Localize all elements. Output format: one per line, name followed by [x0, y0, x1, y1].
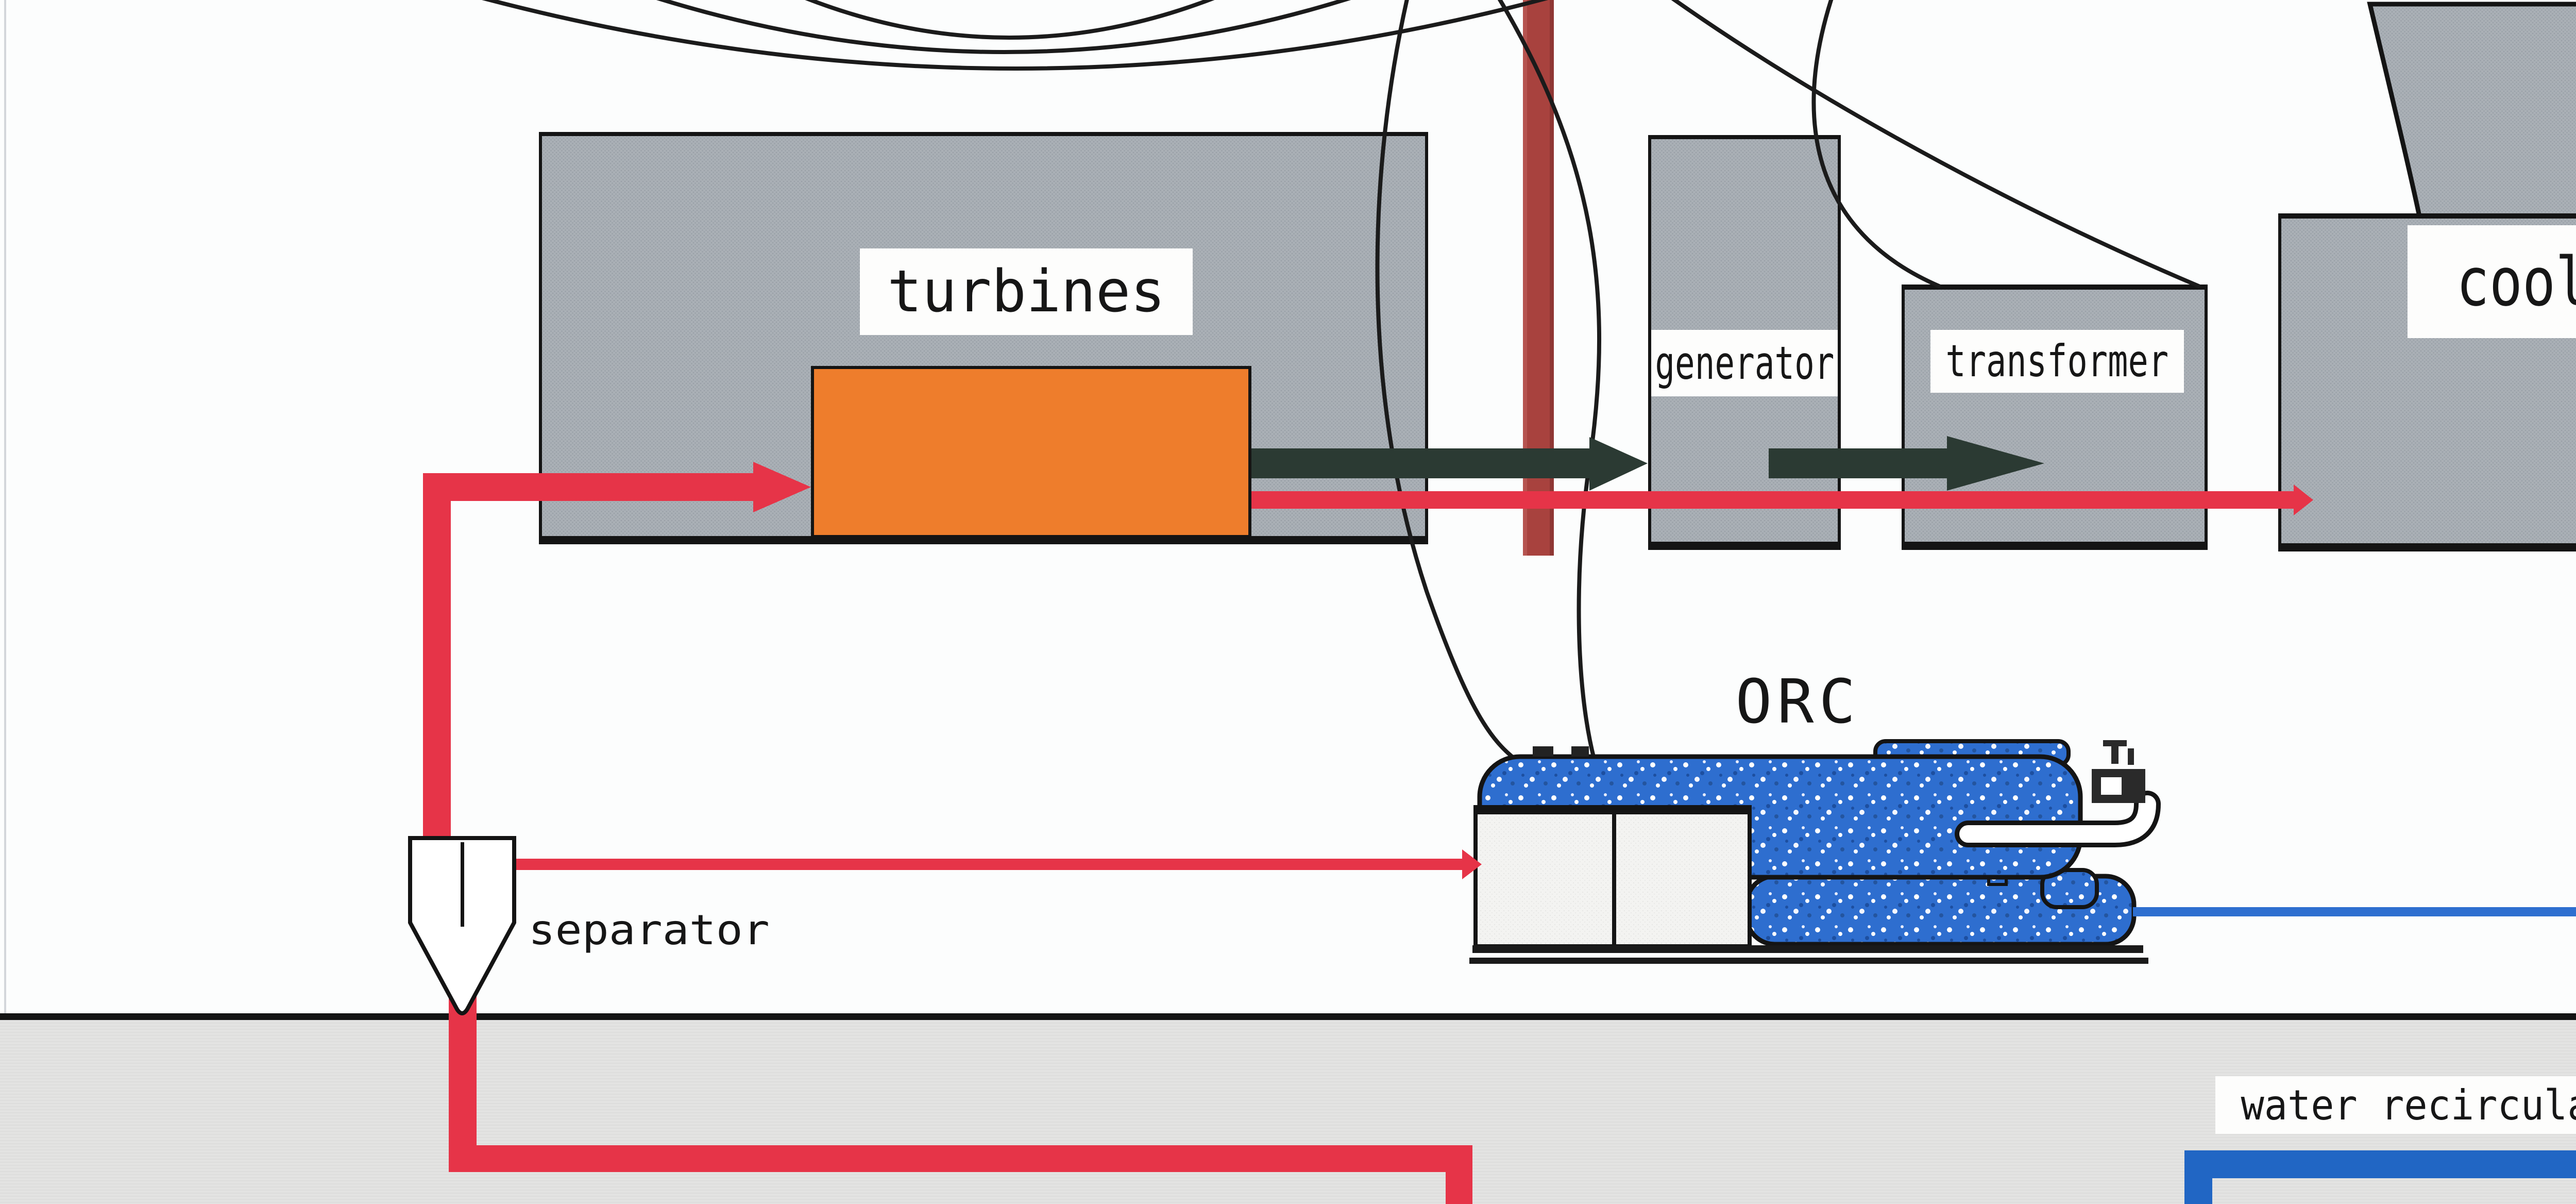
brine-pipe-reinjection-leg	[1446, 1145, 1472, 1204]
separator-inlet-tube	[461, 842, 464, 927]
orc-label: ORC	[1700, 666, 1896, 737]
transformer-label: transformer	[1930, 330, 2184, 393]
scan-left-edge-line	[4, 0, 6, 1013]
cable-to-orc-left	[1375, 0, 1520, 764]
electricity-arrow-turbine-to-generator	[1251, 437, 1648, 491]
orc-nub-2	[1571, 746, 1589, 757]
transmission-lines	[482, 0, 2201, 764]
transformer-label-text: transformer	[1945, 336, 2169, 387]
orc-base-rail-1	[1472, 945, 2143, 953]
brine-pipe-horizontal	[449, 1145, 1472, 1172]
separator-label-text: separator	[528, 906, 770, 954]
separator-label: separator	[520, 905, 778, 955]
power-arc-inner	[805, 0, 1215, 40]
transformer-building	[1902, 285, 2208, 550]
power-arc-middle	[656, 0, 1351, 54]
generator-label-text: generator	[1654, 337, 1835, 390]
hot-water-loop	[423, 462, 2313, 1204]
hot-pipe-arrow-shaft	[423, 473, 753, 501]
cable-to-transformer-left	[1811, 0, 1941, 289]
orc-nub-1	[1533, 746, 1553, 757]
cooling-water-loop	[2133, 907, 2576, 1204]
electricity-arrows	[1251, 436, 2044, 491]
orc-base-rail-2	[1469, 958, 2148, 964]
hot-pipe-separator-to-orc	[514, 849, 1482, 879]
power-arc-outer	[482, 0, 1548, 71]
water-recirculation-label-text: water recirculation	[2241, 1081, 2576, 1129]
cold-pipe-horizontal	[2184, 1150, 2576, 1178]
cable-to-orc-right	[1497, 0, 1602, 759]
cable-to-transformer-right	[1671, 0, 2201, 289]
turbines-label-text: turbines	[887, 258, 1165, 325]
orc-label-text: ORC	[1735, 666, 1861, 737]
cold-pipe-left-leg	[2184, 1150, 2212, 1204]
turbine-unit-orange-box	[811, 366, 1251, 538]
cold-pipe-orc-return	[2133, 907, 2576, 916]
separator-vessel	[408, 836, 516, 1015]
hot-pipe-riser	[423, 473, 451, 840]
generator-label: generator	[1651, 330, 1838, 396]
water-recirculation-label: water recirculation	[2215, 1076, 2576, 1134]
cooling-towers-label: cooling towers	[2408, 225, 2576, 338]
ground	[0, 1013, 2576, 1204]
orc-receiver	[2040, 868, 2099, 909]
orc-valve-assembly	[2092, 740, 2145, 803]
hot-pipe-arrowhead	[753, 462, 811, 512]
electricity-arrow-generator-to-transformer	[1769, 436, 2044, 491]
orc-exchanger-pipe	[1959, 795, 2156, 843]
cooling-tower-stack-1	[2367, 2, 2576, 221]
orc-unit	[1469, 739, 2161, 964]
turbines-label: turbines	[860, 248, 1193, 335]
hot-pipe-to-cooling-towers	[1251, 484, 2313, 515]
cooling-towers-label-text: cooling towers	[2456, 242, 2576, 321]
orc-front-panel	[1473, 805, 1752, 948]
